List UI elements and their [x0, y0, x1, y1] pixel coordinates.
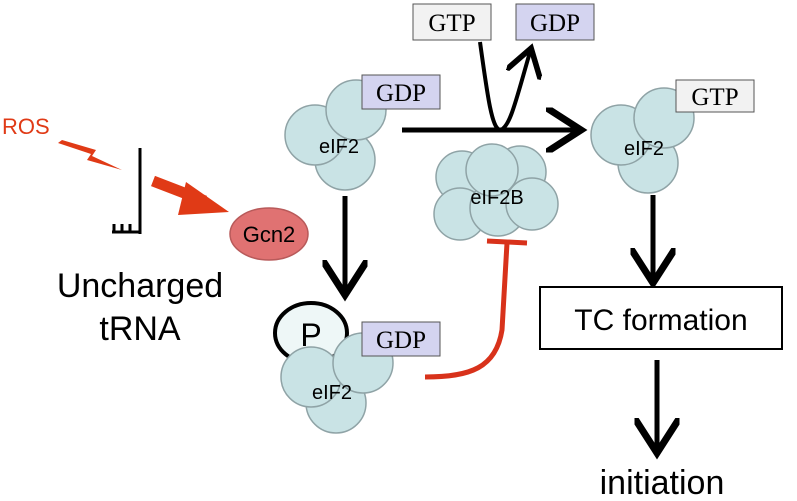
gdp-phospho-label: GDP	[376, 327, 426, 354]
uncharged-trna-label-line2: tRNA	[99, 310, 181, 348]
eif2b-label: eIF2B	[470, 187, 523, 209]
eif2-phospho-label: eIF2	[312, 382, 352, 404]
tc-formation-label: TC formation	[574, 304, 747, 337]
gcn2-kinase	[229, 207, 309, 261]
eif2-phospho-complex	[280, 332, 394, 434]
eif2-gdp-complex	[284, 79, 387, 191]
tc-formation-box	[539, 286, 783, 350]
gdp-top-label: GDP	[376, 80, 426, 107]
gtp-right-label: GTP	[691, 84, 738, 111]
gtp-in-label: GTP	[428, 10, 475, 37]
gtp-in-box	[412, 3, 492, 41]
eif2-label: eIF2	[319, 136, 359, 158]
eif2-gtp-label: eIF2	[624, 138, 664, 160]
trna-icon	[112, 148, 142, 234]
gdp-out-box	[515, 3, 595, 41]
inhibition-bar	[486, 238, 528, 246]
gdp-box-top	[361, 74, 441, 110]
gdp-box-phospho	[361, 321, 441, 357]
eif2b-complex	[433, 143, 559, 241]
ros-lightning-icon	[58, 140, 122, 170]
activation-arrow-head	[178, 182, 229, 215]
gcn2-label: Gcn2	[243, 222, 296, 247]
gtp-box-right	[675, 79, 755, 113]
nucleotide-exchange-arrow	[478, 41, 530, 133]
inhibition-line	[424, 242, 510, 380]
gdp-out-label: GDP	[530, 10, 580, 37]
ros-label: ROS	[2, 114, 50, 139]
uncharged-trna-label: Uncharged	[57, 267, 223, 305]
phosphate-label: P	[300, 317, 321, 353]
initiation-label: initiation	[600, 464, 725, 501]
